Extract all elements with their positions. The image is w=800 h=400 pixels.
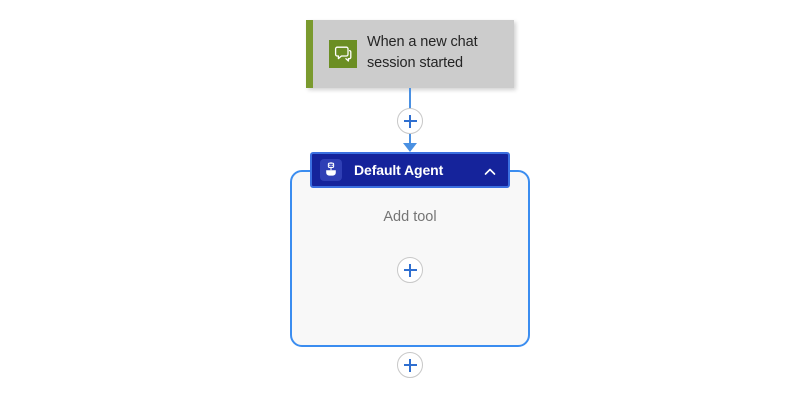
chat-bubble-icon: [329, 40, 357, 68]
agent-header[interactable]: Default Agent: [310, 152, 510, 188]
add-tool-button[interactable]: [397, 257, 423, 283]
add-step-button-bottom[interactable]: [397, 352, 423, 378]
trigger-accent-bar: [306, 20, 313, 88]
robot-icon: [320, 159, 342, 181]
chevron-up-icon[interactable]: [482, 164, 498, 180]
plus-icon-vertical: [409, 358, 411, 372]
connector-line-top: [409, 88, 411, 110]
add-step-button-top[interactable]: [397, 108, 423, 134]
add-tool-label: Add tool: [383, 209, 437, 225]
connector-line-top-lower: [409, 134, 411, 146]
trigger-card[interactable]: When a new chat session started: [306, 20, 514, 88]
plus-icon-vertical: [409, 114, 411, 128]
agent-title: Default Agent: [354, 162, 444, 178]
trigger-title: When a new chat session started: [367, 34, 478, 71]
plus-icon-vertical: [409, 263, 411, 277]
connector-arrowhead: [403, 143, 417, 152]
